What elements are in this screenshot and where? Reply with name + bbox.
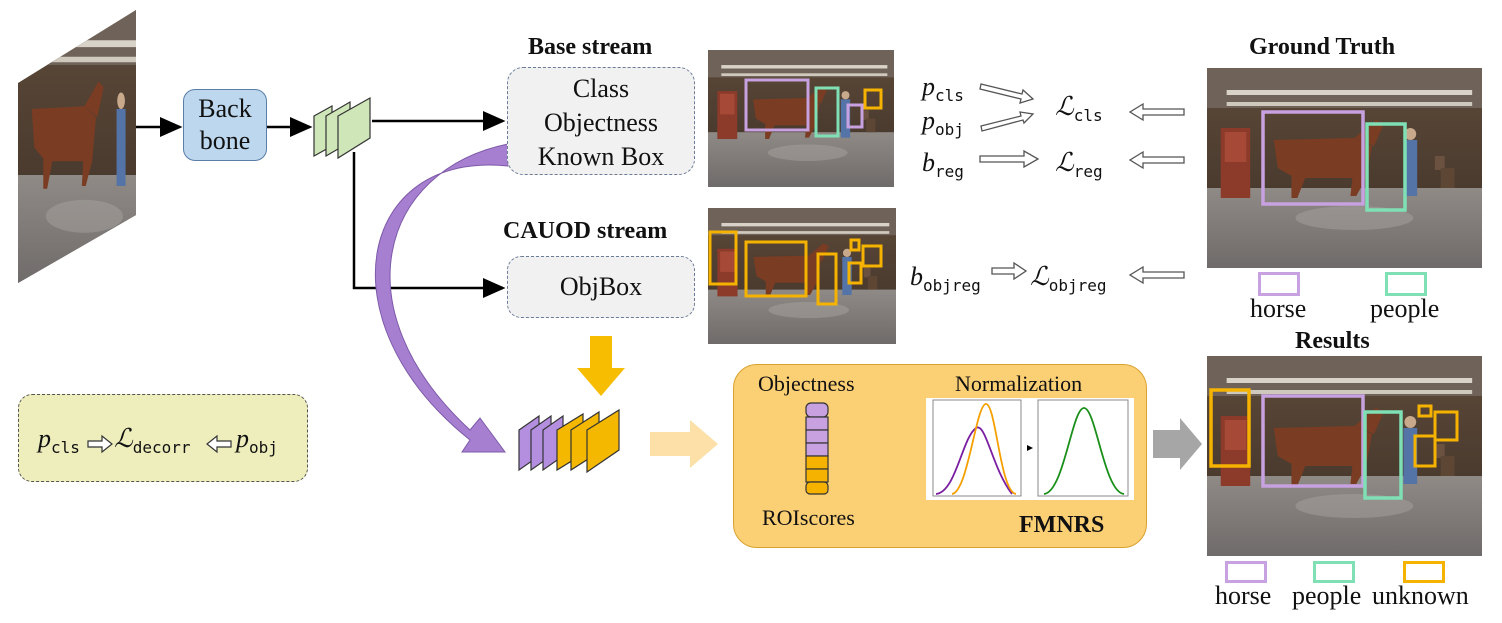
objreg-subscript: objreg	[1048, 276, 1107, 296]
base-item-class: Class	[572, 74, 630, 103]
combined-feature-maps	[518, 408, 620, 474]
cls-subscript: cls	[935, 86, 964, 106]
fmnrs-objectness-label: Objectness	[758, 371, 855, 396]
res-legend-horse-label: horse	[1215, 581, 1272, 610]
b-symbol: b	[910, 262, 923, 291]
cauod-stream-title: CAUOD stream	[503, 218, 668, 244]
obj-subscript: obj	[935, 120, 964, 140]
base-item-known-box: Known Box	[537, 142, 665, 171]
decorr-subscript: decorr	[132, 438, 191, 458]
gt-legend-horse-swatch	[1258, 272, 1300, 296]
res-legend-people-label: people	[1292, 581, 1362, 610]
fmnrs-normalization-label: Normalization	[955, 371, 1083, 396]
b-reg-term: breg	[922, 148, 964, 181]
decorr-box	[18, 394, 308, 482]
results-title: Results	[1295, 328, 1370, 354]
b-symbol: b	[922, 148, 935, 177]
cls-subscript: cls	[1073, 106, 1103, 126]
p-symbol: p	[922, 72, 935, 101]
p-obj-term: pobj	[922, 106, 964, 139]
L-cls-term: ℒcls	[1055, 92, 1103, 125]
reg-subscript: reg	[935, 162, 964, 182]
cauod-item-objbox: ObjBox	[559, 272, 643, 301]
gt-legend-people-swatch	[1385, 272, 1427, 296]
L-symbol: ℒ	[114, 424, 133, 454]
res-legend-people-swatch	[1313, 561, 1355, 583]
base-stream-title: Base stream	[528, 34, 653, 60]
b-objreg-term: bobjreg	[910, 262, 981, 295]
p-symbol: p	[236, 424, 249, 453]
base-item-objectness: Objectness	[543, 108, 659, 137]
backbone-line2: bone	[199, 126, 251, 155]
L-reg-term: ℒreg	[1055, 148, 1103, 181]
gt-legend-horse-label: horse	[1250, 294, 1307, 323]
fmnrs-roiscores-label: ROIscores	[762, 505, 855, 530]
ground-truth-image	[1207, 68, 1482, 268]
results-image	[1207, 356, 1482, 556]
objreg-subscript: objreg	[923, 276, 981, 296]
cauod-stream-image	[708, 208, 896, 344]
normalization-plot	[926, 398, 1134, 500]
roi-score-column	[805, 402, 829, 495]
res-legend-unknown-label: unknown	[1372, 581, 1469, 610]
obj-subscript: obj	[249, 438, 278, 458]
decorr-arrows	[87, 434, 232, 454]
L-symbol: ℒ	[1055, 92, 1074, 122]
p-symbol: p	[38, 424, 51, 453]
decorr-p-obj: pobj	[236, 424, 278, 457]
ground-truth-title: Ground Truth	[1249, 34, 1396, 60]
decorr-p-cls: pcls	[38, 424, 80, 457]
fmnrs-title: FMNRS	[1019, 512, 1105, 538]
cauod-stream-box: ObjBox	[507, 256, 695, 318]
L-symbol: ℒ	[1030, 262, 1049, 292]
gt-legend-people-label: people	[1370, 294, 1440, 323]
cls-subscript: cls	[51, 438, 80, 458]
backbone-line1: Back	[198, 94, 252, 123]
reg-subscript: reg	[1073, 162, 1103, 182]
decorr-L-term: ℒdecorr	[114, 424, 191, 457]
backbone-block: Back bone	[183, 89, 267, 161]
L-symbol: ℒ	[1055, 148, 1074, 178]
feature-map-stack	[313, 96, 371, 160]
base-stream-image	[708, 50, 894, 187]
p-cls-term: pcls	[922, 72, 964, 105]
base-stream-box: Class Objectness Known Box	[507, 67, 695, 175]
L-objreg-term: ℒobjreg	[1030, 262, 1107, 295]
res-legend-unknown-swatch	[1403, 561, 1445, 583]
res-legend-horse-swatch	[1225, 561, 1267, 583]
p-symbol: p	[922, 106, 935, 135]
